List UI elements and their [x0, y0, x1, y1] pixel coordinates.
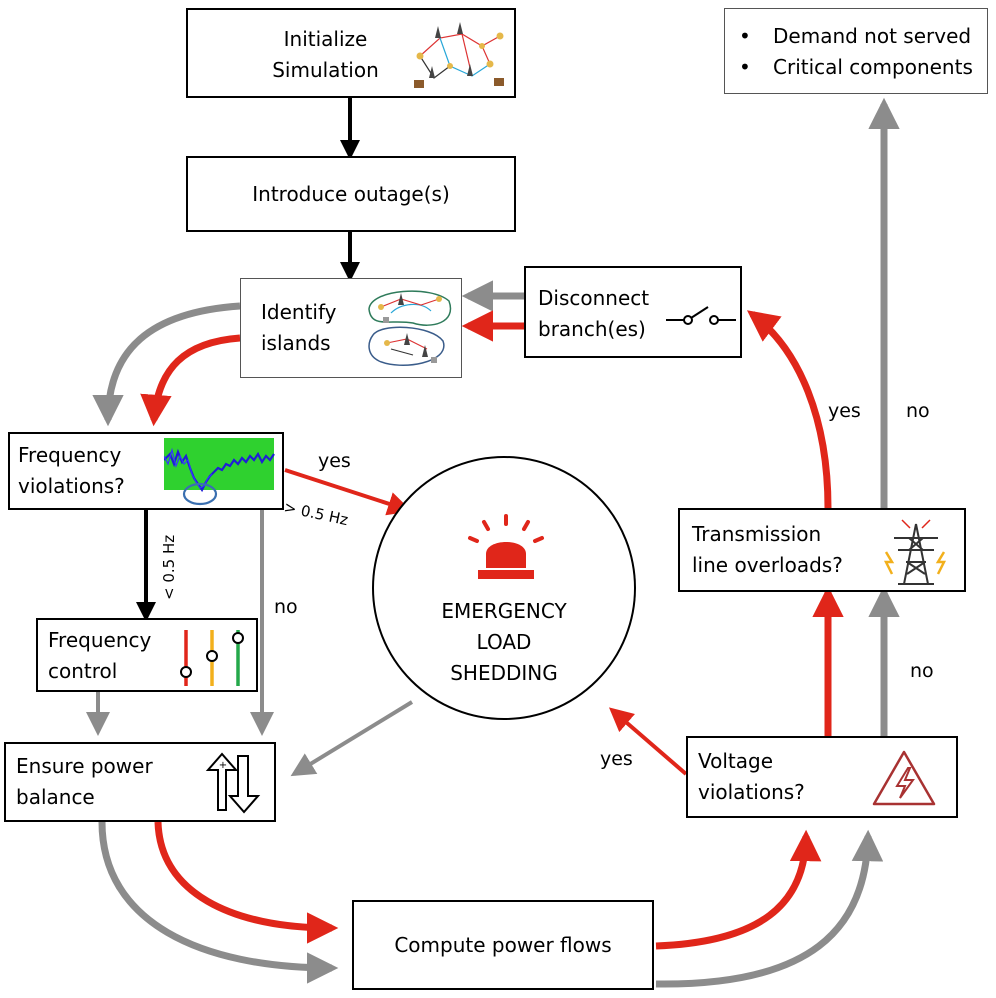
compute-flows-label: Compute power flows	[394, 933, 612, 957]
arrow-compute-to-voltage-gray	[655, 829, 884, 988]
edge-label-freq-no: no	[274, 596, 298, 618]
introduce-outage-box: Introduce outage(s)	[186, 156, 516, 232]
transmission-tower-icon	[883, 519, 947, 585]
svg-text:+: +	[219, 760, 227, 771]
network-graph-icon	[414, 22, 504, 88]
disconnect-line1: Disconnect	[538, 286, 650, 310]
arrow-balance-to-compute-red	[154, 821, 339, 944]
arrow-emergency-to-balance	[290, 700, 414, 777]
arrow-compute-to-voltage-red	[655, 829, 822, 950]
frequency-control-line2: control	[48, 659, 118, 683]
balance-arrows-icon: +	[205, 752, 261, 814]
edge-label-tl-no: no	[906, 400, 930, 422]
arrow-freq-yes-to-emergency	[284, 468, 412, 516]
high-voltage-icon	[872, 750, 936, 806]
initialize-line2: Simulation	[272, 58, 379, 82]
frequency-violations-box: Frequency violations?	[8, 432, 284, 510]
emergency-load-shedding-node: EMERGENCY LOAD SHEDDING	[372, 456, 636, 720]
arrow-tl-yes-to-disconnect	[746, 310, 832, 509]
arrow-balance-to-compute-gray	[98, 821, 339, 984]
compute-power-flows-box: Compute power flows	[352, 900, 654, 990]
outputs-list: Demand not served Critical components	[739, 21, 973, 83]
emergency-line3: SHEDDING	[450, 661, 558, 685]
edge-label-volt-no: no	[910, 660, 934, 682]
siren-icon	[468, 514, 544, 579]
ensure-power-balance-box: Ensure power balance +	[4, 742, 276, 822]
initialize-line1: Initialize	[283, 27, 368, 51]
emergency-line2: LOAD	[476, 630, 532, 654]
voltage-violations-box: Voltage violations?	[686, 736, 958, 818]
ensure-balance-line1: Ensure power	[16, 754, 153, 778]
transmission-line2: line overloads?	[692, 553, 843, 577]
emergency-line1: EMERGENCY	[441, 599, 567, 623]
arrow-islands-to-freq-gray	[92, 302, 241, 427]
edge-label-tl-yes: yes	[828, 400, 861, 422]
output-critical-components: Critical components	[739, 52, 973, 83]
islands-graph-icon	[368, 290, 452, 366]
arrow-islands-to-freq-red	[140, 334, 241, 427]
disconnect-branch-box: Disconnect branch(es)	[524, 266, 742, 358]
outputs-box: Demand not served Critical components	[724, 8, 988, 94]
edge-label-freq-yes: yes	[318, 450, 351, 472]
voltage-violations-line2: violations?	[698, 780, 805, 804]
disconnect-line2: branch(es)	[538, 317, 646, 341]
initialize-simulation-box: Initialize Simulation	[186, 8, 516, 98]
edge-label-volt-yes: yes	[600, 748, 633, 770]
transmission-overloads-box: Transmission line overloads?	[678, 508, 966, 592]
frequency-violations-line1: Frequency	[18, 443, 122, 467]
transmission-line1: Transmission	[692, 522, 822, 546]
identify-islands-box: Identify islands	[240, 278, 462, 378]
voltage-violations-line1: Voltage	[698, 749, 774, 773]
output-demand-not-served: Demand not served	[739, 21, 973, 52]
identify-line1: Identify	[261, 300, 337, 324]
frequency-control-box: Frequency control	[36, 618, 258, 692]
frequency-control-line1: Frequency	[48, 628, 152, 652]
arrow-voltage-yes-to-emergency	[608, 707, 688, 776]
identify-line2: islands	[261, 331, 331, 355]
sliders-icon	[180, 630, 244, 686]
switch-icon	[666, 306, 736, 325]
frequency-violations-line2: violations?	[18, 474, 125, 498]
frequency-signal-icon	[164, 438, 275, 506]
ensure-balance-line2: balance	[16, 785, 95, 809]
introduce-outage-label: Introduce outage(s)	[252, 182, 450, 206]
edge-label-freq-lt: < 0.5 Hz	[160, 534, 178, 600]
